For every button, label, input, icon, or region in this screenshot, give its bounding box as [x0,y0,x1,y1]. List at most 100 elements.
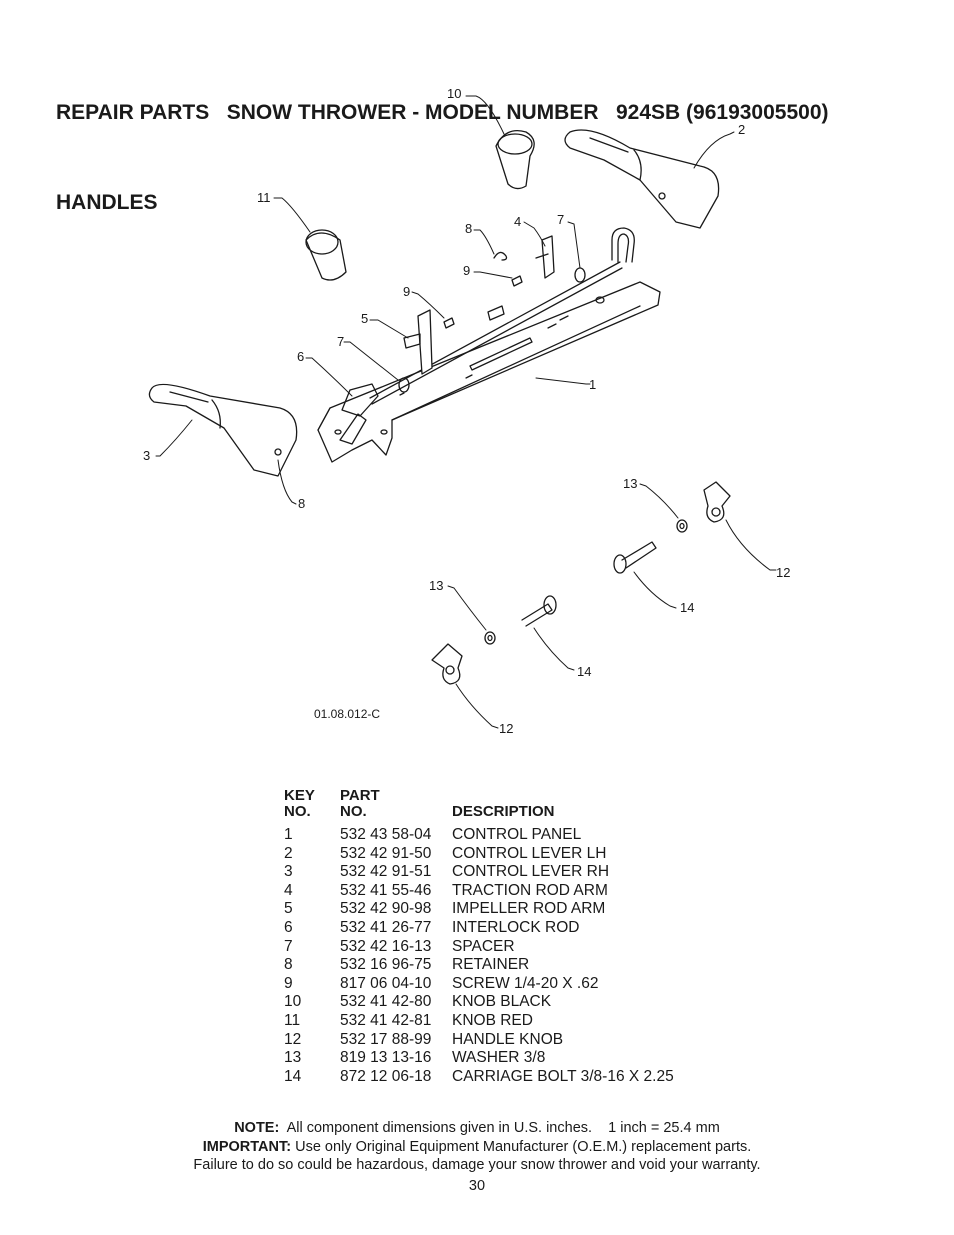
description-cell: SCREW 1/4-20 X .62 [452,974,599,992]
description-cell: TRACTION ROD ARM [452,881,608,899]
callout-13-upper: 13 [623,476,637,491]
description-header: DESCRIPTION [452,803,555,820]
callout-13-lower: 13 [429,578,443,593]
table-row: 1 532 43 58-04 CONTROL PANEL [280,826,674,845]
part-no-cell: 532 42 16-13 [340,937,432,955]
handle-knob-upper-drawing [703,481,731,523]
parts-diagram: 10 2 11 8 4 7 9 9 5 7 6 1 3 8 13 12 13 1… [143,86,790,736]
interlock-rod-drawing [339,227,635,445]
warning-line: Failure to do so could be hazardous, dam… [193,1157,761,1173]
description-cell: CONTROL PANEL [452,826,582,843]
carriage-bolts-drawing [521,541,657,627]
callout-7-lower: 7 [337,334,344,349]
table-row: 4 532 41 55-46 TRACTION ROD ARM [280,882,674,901]
knob-red-drawing [305,229,347,281]
table-row: 11 532 41 42-81 KNOB RED [280,1012,674,1031]
note-line: NOTE: All component dimensions given in … [0,1119,954,1138]
callout-8-upper: 8 [465,221,472,236]
callout-14-lower: 14 [577,664,591,679]
title-line-1: REPAIR PARTS SNOW THROWER - MODEL NUMBER… [56,101,829,124]
table-row: 3 532 42 91-51 CONTROL LEVER RH [280,863,674,882]
description-cell: RETAINER [452,956,530,974]
callout-3: 3 [143,448,150,463]
figure-code: 01.08.012-C [314,707,381,721]
table-row: 10 532 41 42-80 KNOB BLACK [280,993,674,1012]
callout-11: 11 [257,190,271,205]
important-line: IMPORTANT: Use only Original Equipment M… [0,1138,954,1157]
page-title: REPAIR PARTS SNOW THROWER - MODEL NUMBER… [56,38,829,248]
callout-5: 5 [361,311,368,326]
callout-1: 1 [589,377,596,392]
description-cell: HANDLE KNOB [452,1030,564,1048]
callout-7-upper: 7 [557,212,564,227]
callout-9-lower: 9 [403,284,410,299]
part-no-cell: 532 42 90-98 [340,900,432,918]
callout-2: 2 [738,122,745,137]
description-cell: CONTROL LEVER LH [452,844,607,862]
knob-black-drawing [495,129,535,190]
part-no-cell: 532 16 96-75 [340,956,432,974]
description-cell: SPACER [452,937,515,955]
callout-8-lower: 8 [298,496,305,511]
part-no-cell: 532 43 58-04 [340,826,432,843]
part-no-cell: 817 06 04-10 [340,974,432,992]
key-no-cell: 4 [284,881,293,899]
callout-4: 4 [514,214,521,229]
callout-12-upper: 12 [776,565,790,580]
important-text: Use only Original Equipment Manufacturer… [291,1138,752,1155]
key-no-cell: 14 [284,1067,302,1085]
part-no-cell: 532 42 91-50 [340,844,432,862]
control-lever-rh-drawing [148,383,298,477]
description-cell: IMPELLER ROD ARM [452,900,606,918]
note-label: NOTE: [234,1120,280,1136]
part-no-cell: 532 42 91-51 [340,863,432,881]
control-panel-drawing [317,281,661,463]
callout-6: 6 [297,349,304,364]
part-no-cell: 819 13 13-16 [340,1049,432,1067]
key-no-cell: 1 [284,826,293,843]
callout-14-upper: 14 [680,600,694,615]
description-cell: CONTROL LEVER RH [452,863,610,881]
table-row: 2 532 42 91-50 CONTROL LEVER LH [280,845,674,864]
part-no-cell: 532 41 42-80 [340,993,432,1011]
description-cell: KNOB RED [452,1011,533,1029]
key-no-cell: 13 [284,1049,302,1067]
screws-drawing [443,251,523,329]
description-cell: KNOB BLACK [452,993,552,1011]
part-no-cell: 532 41 55-46 [340,881,432,899]
key-no-cell: 11 [284,1011,301,1029]
key-no-cell: 7 [284,937,293,955]
washers-drawing [484,519,688,645]
key-no-cell: 2 [284,844,293,862]
callout-10: 10 [447,86,461,101]
page-number: 30 [468,1178,486,1194]
key-no-cell: 9 [284,974,293,992]
key-no-cell: 3 [284,863,293,881]
table-row: 7 532 42 16-13 SPACER [280,938,674,957]
leader-lines [155,95,777,729]
important-label: IMPORTANT: [202,1138,292,1155]
control-lever-lh-drawing [564,129,720,229]
key-no-cell: 6 [284,918,293,936]
part-no-cell: 872 12 06-18 [340,1067,432,1085]
title-line-2: HANDLES [56,191,158,214]
description-cell: WASHER 3/8 [452,1049,546,1067]
notes: NOTE: All component dimensions given in … [0,1119,954,1175]
handle-knob-lower-drawing [431,643,463,685]
part-no-cell: 532 41 42-81 [340,1011,432,1029]
table-row: 9 817 06 04-10 SCREW 1/4-20 X .62 [280,975,674,994]
callout-9-upper: 9 [463,263,470,278]
note-text: All component dimensions given in U.S. i… [279,1120,720,1136]
part-no-cell: 532 17 88-99 [340,1030,432,1048]
description-cell: INTERLOCK ROD [452,918,580,936]
key-no-cell: 10 [284,993,302,1011]
